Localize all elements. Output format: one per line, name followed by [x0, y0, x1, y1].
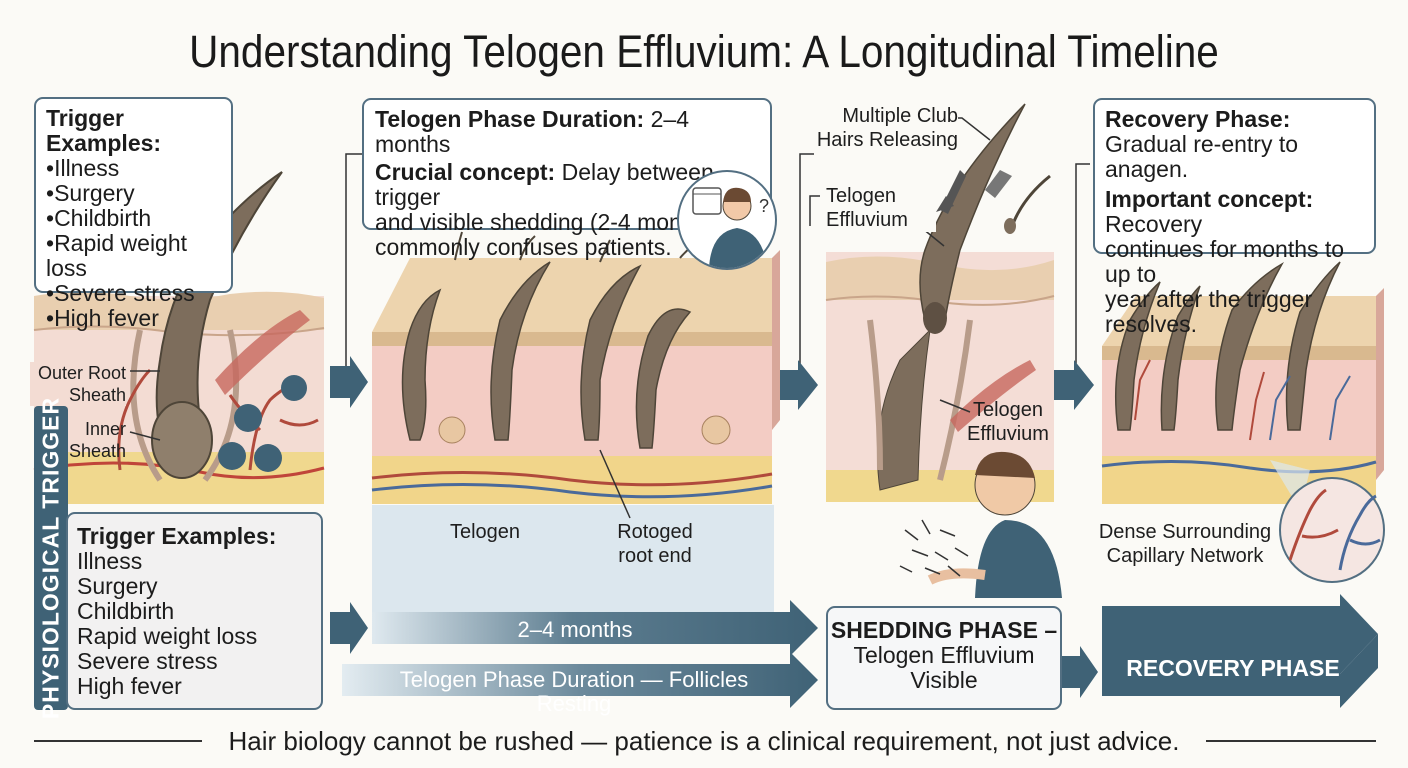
recovery-phase-box: Recovery Phase: Gradual re-entry to anag…	[1093, 98, 1376, 337]
capillary-network-label: Dense Surrounding Capillary Network	[1098, 521, 1272, 567]
arrow-right-icon	[1062, 646, 1098, 698]
recovery-arrow-label: RECOVERY PHASE	[1126, 655, 1340, 681]
trigger-item: Illness	[46, 156, 231, 181]
trigger-examples-box-top: Trigger Examples: Illness Surgery Childb…	[34, 97, 233, 331]
resting-arrow	[342, 652, 818, 708]
telogen-effluvium-label-top: Telogen Effluvium	[826, 184, 936, 232]
duration-value: 2–4 months	[375, 106, 689, 157]
telogen-effluvium-label-mid: Telogen Effluvium	[967, 399, 1049, 445]
telogen-duration-box: Telogen Phase Duration: 2–4 months Cruci…	[362, 98, 772, 260]
physiological-trigger-banner: PHYSIOLOGICAL TRIGGER	[34, 397, 68, 719]
concept-heading: Crucial concept:	[375, 159, 556, 185]
trigger-examples-box-bottom: Trigger Examples: Illness Surgery Childb…	[66, 512, 323, 710]
trigger-item: High fever	[46, 306, 231, 331]
arrow-right-icon	[778, 360, 818, 410]
recovery-heading: Recovery Phase:	[1105, 106, 1291, 132]
page-title: Understanding Telogen Effluvium: A Longi…	[189, 26, 1219, 77]
outer-root-sheath-label: Outer Root Sheath	[30, 362, 126, 406]
trigger-heading: Trigger Examples:	[77, 523, 277, 549]
trigger-item: Severe stress	[77, 648, 218, 674]
shedding-phase-box: SHEDDING PHASE – Telogen Effluvium Visib…	[826, 606, 1062, 710]
confused-patient-illustration: ?	[677, 170, 777, 270]
important-concept-heading: Important concept:	[1105, 186, 1314, 212]
recovery-arrow	[1102, 594, 1378, 674]
footer-caption: Hair biology cannot be rushed — patience…	[228, 726, 1180, 756]
telogen-label: Telogen	[449, 521, 521, 543]
club-hairs-label: Multiple Club Hairs Releasing	[798, 104, 958, 152]
trigger-item: Childbirth	[46, 206, 231, 231]
resting-arrow-label: Telogen Phase Duration — Follicles Resti…	[399, 667, 749, 716]
inner-sheath-label: Inner Sheath	[68, 419, 126, 461]
capillary-zoom-circle	[1279, 477, 1385, 583]
arrow-right-icon	[330, 356, 368, 408]
trigger-item: Surgery	[77, 573, 158, 599]
trigger-item: Surgery	[46, 181, 231, 206]
rotoged-root-end-label: Rotoged root end	[617, 521, 693, 567]
arrow-right-icon	[1054, 360, 1094, 410]
trigger-heading: Trigger Examples:	[46, 105, 162, 156]
footer-rule-right	[1206, 740, 1376, 742]
months-arrow-label: 2–4 months	[517, 617, 633, 642]
footer-rule-left	[34, 740, 202, 742]
trigger-item: Rapid weight loss	[77, 623, 258, 649]
months-arrow	[372, 600, 818, 656]
trigger-item: Illness	[77, 548, 143, 574]
svg-text:?: ?	[759, 196, 769, 216]
shedding-heading: SHEDDING PHASE –	[830, 617, 1058, 643]
trigger-item: Childbirth	[77, 598, 175, 624]
trigger-item: High fever	[77, 673, 182, 699]
duration-heading: Telogen Phase Duration:	[375, 106, 645, 132]
arrow-right-icon	[330, 602, 368, 654]
trigger-item: Rapid weight loss	[46, 231, 231, 281]
trigger-item: Severe stress	[46, 281, 231, 306]
